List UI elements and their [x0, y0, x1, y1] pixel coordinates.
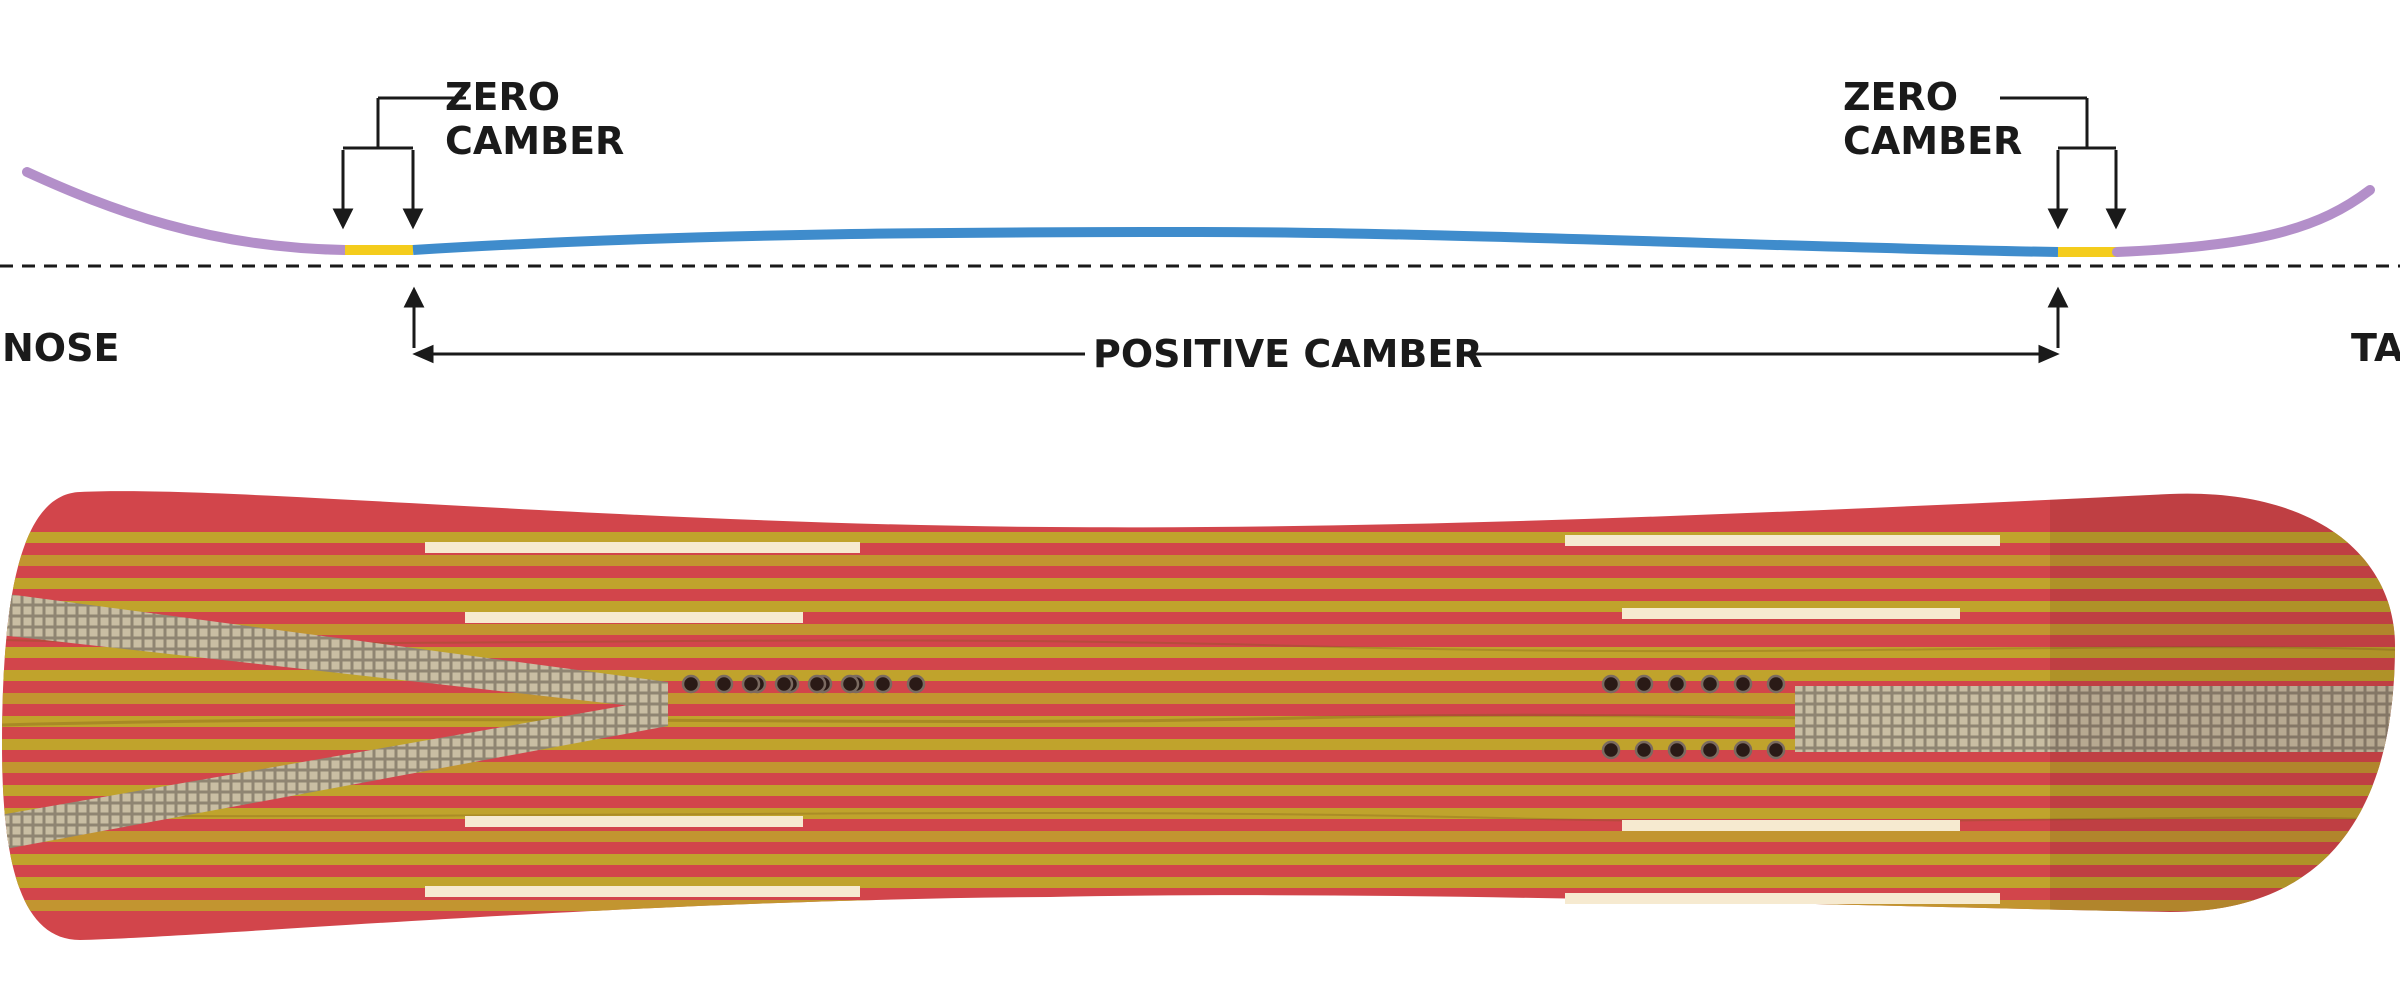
wood-stripe [2, 532, 2395, 543]
wood-stripe [2, 762, 2395, 773]
wood-stripe [2, 578, 2395, 589]
insert-hole-icon [681, 674, 701, 694]
nose-label: NOSE [2, 326, 119, 370]
insert-hole-icon [1601, 674, 1621, 694]
positive-camber-label: POSITIVE CAMBER [1093, 332, 1483, 376]
insert-hole-icon [1700, 740, 1720, 760]
wood-stripe [2, 831, 2395, 842]
insert-hole-icon [1766, 740, 1786, 760]
insert-hole-icon [906, 674, 926, 694]
binding-insert-holes [681, 674, 1786, 760]
insert-hole-icon [1766, 674, 1786, 694]
insert-hole-icon [1667, 674, 1687, 694]
edge-insert [1565, 535, 2000, 546]
insert-hole-icon [741, 674, 761, 694]
edge-insert [425, 542, 860, 553]
positive-camber-segment [412, 226, 2059, 257]
insert-hole-icon [873, 674, 893, 694]
edge-insert [465, 612, 803, 623]
edge-insert [1622, 820, 1960, 831]
edge-insert [425, 886, 860, 897]
nose-mesh-panel-lower [2, 698, 668, 850]
edge-insert [1565, 893, 2000, 904]
snowboard-base [2, 491, 2395, 940]
camber-profile [0, 167, 2400, 268]
insert-hole-icon [1733, 674, 1753, 694]
tail-label: TAIL [2351, 326, 2400, 370]
wood-stripe [2, 601, 2395, 612]
wood-stripe [2, 624, 2395, 635]
zero-camber-left-line2: CAMBER [445, 119, 624, 163]
edge-insert [465, 816, 803, 827]
wood-stripe [2, 716, 2395, 727]
insert-hole-icon [1634, 674, 1654, 694]
wood-stripe [2, 785, 2395, 796]
insert-hole-icon [774, 674, 794, 694]
wood-stripe [2, 670, 2395, 681]
wood-stripe [2, 854, 2395, 865]
insert-hole-icon [807, 674, 827, 694]
tail-mesh-panel [1795, 686, 2395, 752]
edge-inserts [425, 535, 2000, 904]
insert-hole-icon [1667, 740, 1687, 760]
insert-hole-icon [1733, 740, 1753, 760]
wood-stripe [2, 693, 2395, 704]
camber-annotations [332, 96, 2127, 364]
wood-stripe [2, 647, 2395, 658]
zero-camber-right-line2: CAMBER [1843, 119, 2022, 163]
wood-stripe [2, 877, 2395, 888]
insert-hole-icon [1601, 740, 1621, 760]
wood-stripe [2, 555, 2395, 566]
zero-camber-right-line1: ZERO [1843, 75, 1958, 119]
wood-stripe [2, 739, 2395, 750]
insert-hole-icon [1700, 674, 1720, 694]
insert-hole-icon [840, 674, 860, 694]
nose-mesh-panel-upper [2, 593, 668, 710]
tail-rocker-segment [2112, 185, 2375, 257]
insert-hole-icon [714, 674, 734, 694]
edge-insert [1622, 608, 1960, 619]
wood-stripe [2, 900, 2395, 911]
insert-hole-icon [1634, 740, 1654, 760]
wood-stripe [2, 808, 2395, 819]
zero-camber-left-line1: ZERO [445, 75, 560, 119]
nose-rocker-segment [22, 167, 350, 255]
